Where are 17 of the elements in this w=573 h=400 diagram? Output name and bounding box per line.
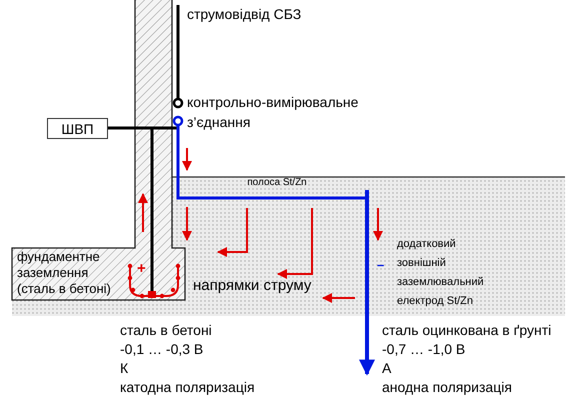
polarization-label: анодна поляризація [382,379,513,396]
material-label: сталь в бетоні [120,322,213,339]
minus-sign: – [377,257,386,273]
voltage-label: -0,7 … -1,0 В [382,341,466,358]
label-box: ШВП [47,118,108,139]
current-direction-label: напрямки струму [193,277,312,295]
voltage-label: -0,1 … -0,3 В [120,341,204,358]
foundation-label: фундаментне заземлення (сталь в бетоні) [17,249,112,297]
pole-label: А [382,360,392,377]
electrode-label: додатковий зовнішній заземлювальний електрод St/Zn [397,237,485,309]
joint-label: контрольно-вимірювальне з’єднання [187,93,360,132]
material-label: сталь оцинкована в ґрунті [382,322,552,339]
conductor-label: струмовідвід СБЗ [187,6,302,23]
plus-sign: + [137,260,147,278]
strip-label: полоса St/Zn [246,177,308,189]
pole-label: К [120,360,130,377]
polarization-label: катодна поляризація [120,379,256,396]
